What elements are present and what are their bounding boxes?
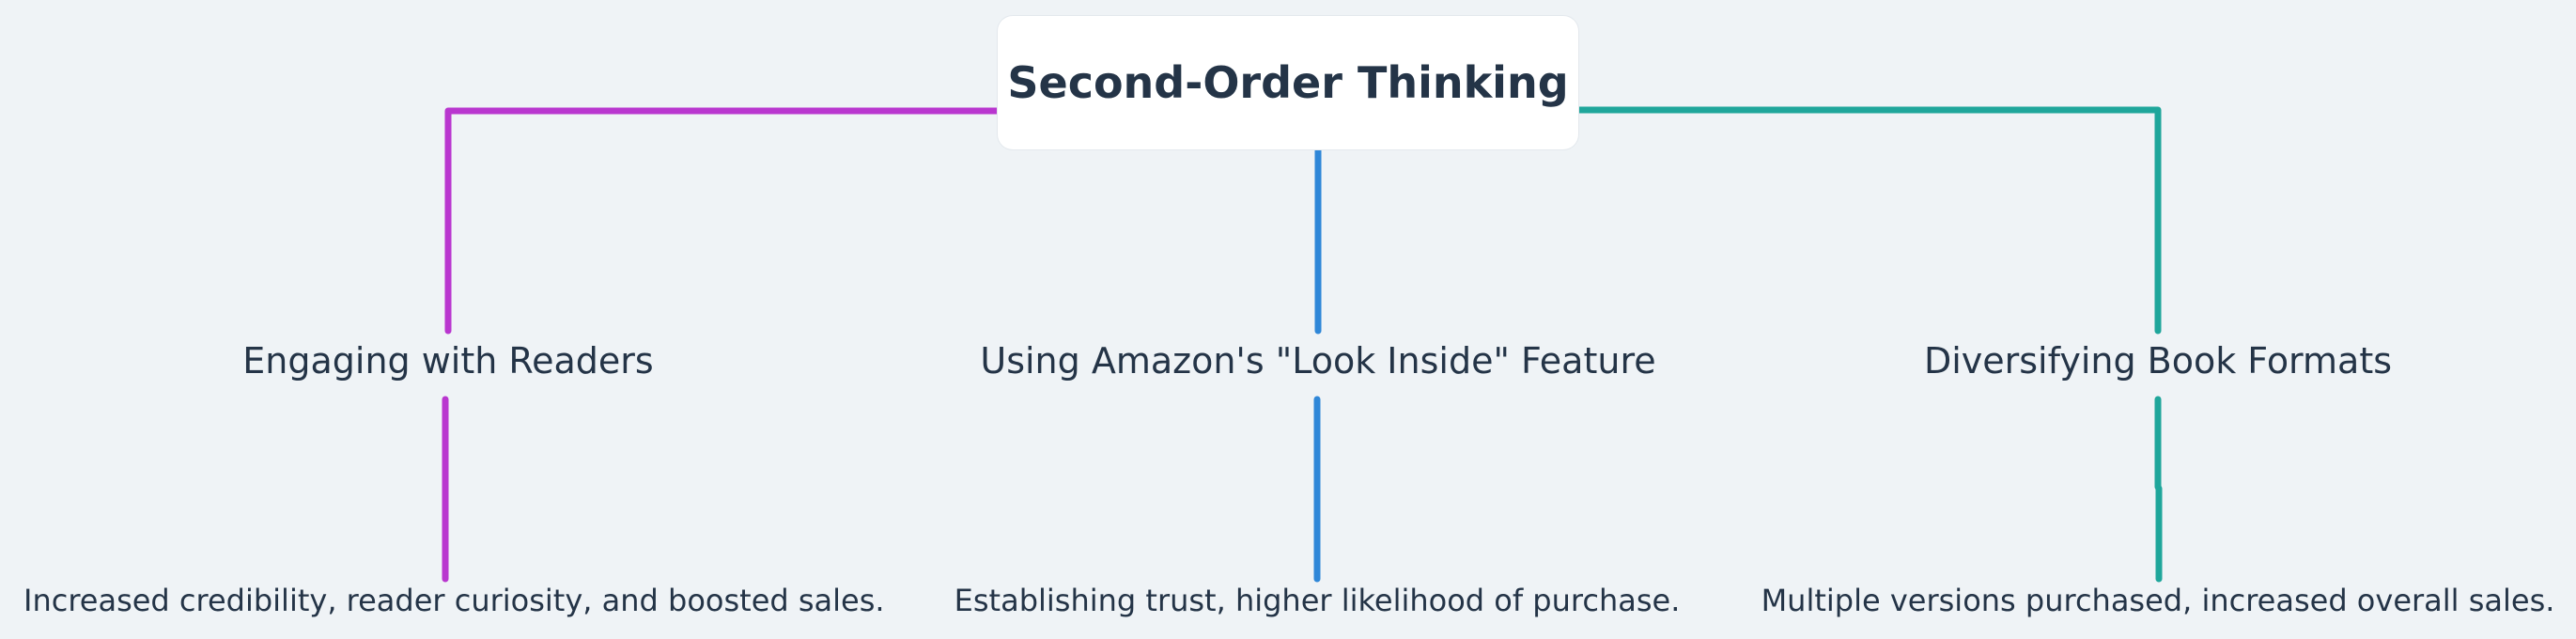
- branch-look-inside-feature[interactable]: Using Amazon's "Look Inside" Feature: [980, 340, 1656, 382]
- branch-diversifying-formats[interactable]: Diversifying Book Formats: [1923, 340, 2393, 382]
- outcome-engaging-with-readers[interactable]: Increased credibility, reader curiosity,…: [23, 583, 885, 618]
- connector-branch-3-to-outcome: [2154, 396, 2163, 583]
- outcome-diversifying-formats[interactable]: Multiple versions purchased, increased o…: [1761, 583, 2555, 618]
- root-title: Second-Order Thinking: [1007, 57, 1569, 108]
- connector-root-to-branch-1: [444, 107, 1001, 335]
- branch-engaging-with-readers[interactable]: Engaging with Readers: [242, 340, 654, 382]
- connector-root-to-branch-3: [1575, 106, 2162, 335]
- root-node[interactable]: Second-Order Thinking: [998, 16, 1578, 149]
- outcome-look-inside-feature[interactable]: Establishing trust, higher likelihood of…: [954, 583, 1681, 618]
